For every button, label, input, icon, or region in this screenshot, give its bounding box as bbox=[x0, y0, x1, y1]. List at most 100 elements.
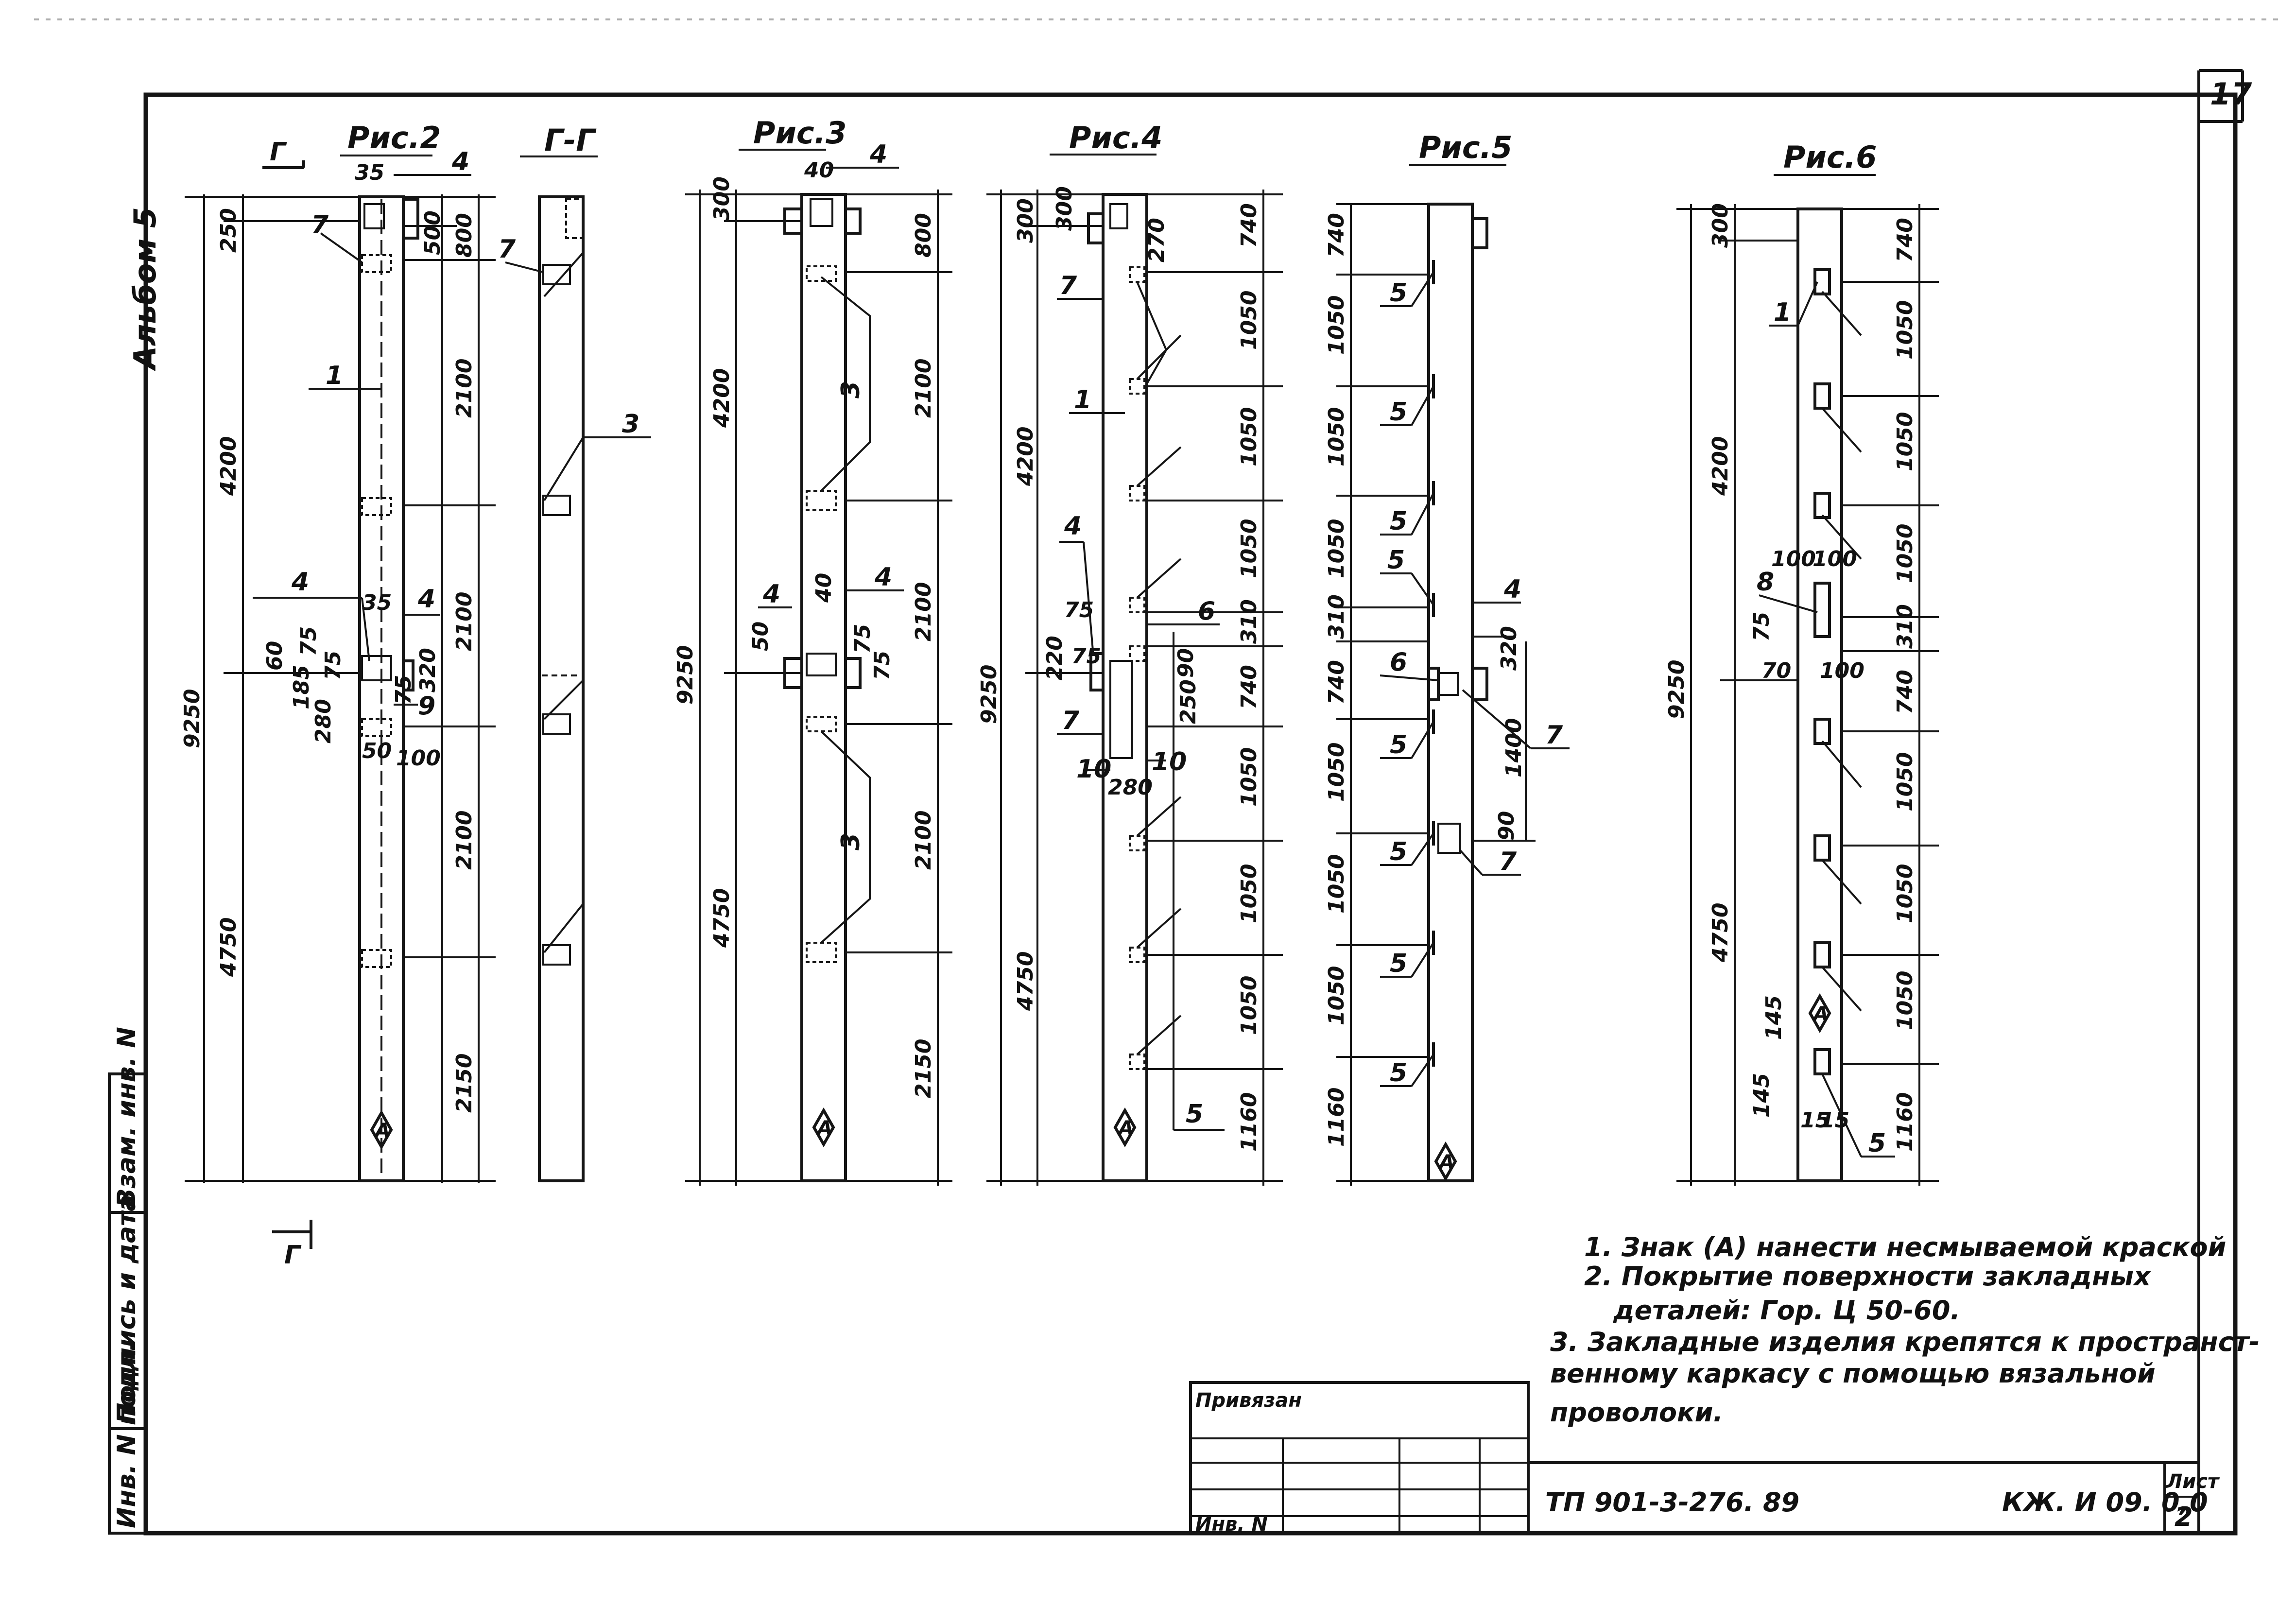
fig3-leader-4a: 4 bbox=[869, 140, 887, 169]
fig6-dim-740b: 740 bbox=[1893, 670, 1917, 714]
fig3-dim-2100a: 2100 bbox=[911, 359, 936, 418]
fig4-column bbox=[1102, 193, 1148, 1182]
fig5-title: Рис.5 bbox=[1419, 130, 1512, 165]
fig5-leader-5f: 5 bbox=[1390, 837, 1407, 866]
fig4-leader-7a: 7 bbox=[1059, 271, 1077, 300]
fig6-detail-70: 70 bbox=[1761, 658, 1791, 683]
figure-4: Рис.4 А 9250 300 bbox=[977, 120, 1283, 1186]
fig6-dim-300: 300 bbox=[1708, 203, 1733, 248]
fig2-dim-upper: 4200 bbox=[216, 436, 241, 496]
fig4-leader-4: 4 bbox=[1064, 512, 1082, 541]
fig2-detail-280: 280 bbox=[311, 699, 336, 743]
fig4-detail-280: 280 bbox=[1108, 775, 1153, 800]
fig5-dim-1050e: 1050 bbox=[1324, 854, 1349, 914]
fig3-leader-4b: 4 bbox=[762, 580, 780, 609]
figure-2: Рис.2 Г Г А 9250 250 4200 4750 bbox=[180, 120, 496, 1270]
stamp-vzam: Взам. инв. N bbox=[112, 1027, 141, 1208]
fig4-leader-1: 1 bbox=[1074, 385, 1091, 415]
fig6-dim-total: 9250 bbox=[1664, 660, 1689, 719]
fig6-detail-15a: 15 bbox=[1800, 1108, 1830, 1133]
fig6-dim-740a: 740 bbox=[1893, 218, 1917, 262]
fig3-dim-2100c: 2100 bbox=[911, 811, 936, 870]
fig4-leader-7b: 7 bbox=[1062, 706, 1080, 735]
fig2-dim-2100a: 2100 bbox=[452, 359, 477, 418]
fig3-detail-40a: 40 bbox=[804, 158, 834, 183]
fig2-dim-2100c: 2100 bbox=[452, 811, 477, 870]
fig2-detail-75c: 75 bbox=[391, 675, 416, 705]
fig6-detail-100a: 100 bbox=[1771, 547, 1816, 571]
fig2-dim-800: 800 bbox=[452, 213, 477, 258]
figure-3: Рис.3 3 3 А 9250 300 4200 4750 bbox=[673, 115, 952, 1186]
fig4-dim-1050b: 1050 bbox=[1237, 407, 1261, 467]
fig3-leader-3b: 3 bbox=[836, 833, 865, 850]
fig5-leader-5a: 5 bbox=[1390, 278, 1407, 308]
fig4-detail-75b: 75 bbox=[1071, 644, 1101, 669]
fig4-dim-1050a: 1050 bbox=[1237, 291, 1261, 350]
fig2-leader-4c: 4 bbox=[417, 585, 435, 614]
fig6-dim-lower: 4750 bbox=[1708, 903, 1733, 963]
fig2-detail-185: 185 bbox=[289, 665, 314, 709]
gg-title: Г-Г bbox=[544, 122, 597, 158]
fig4-leader-10b: 10 bbox=[1152, 747, 1187, 777]
fig5-leader-6: 6 bbox=[1390, 648, 1407, 677]
fig3-dim-total: 9250 bbox=[673, 645, 698, 705]
page-number: 17 bbox=[2210, 76, 2252, 112]
note-3-cont-a: венному каркасу с помощью вязальной bbox=[1550, 1358, 2156, 1389]
binding-label: Привязан bbox=[1195, 1389, 1302, 1412]
fig4-dim-1160: 1160 bbox=[1237, 1092, 1261, 1152]
fig6-title: Рис.6 bbox=[1783, 139, 1877, 175]
fig4-marker: А bbox=[1117, 1117, 1134, 1140]
fig4-dim-270: 270 bbox=[1144, 218, 1169, 262]
section-gg: Г-Г 3 7 bbox=[498, 122, 651, 1182]
fig6-marker: А bbox=[1812, 1003, 1829, 1025]
fig5-detail-320: 320 bbox=[1497, 626, 1521, 671]
fig6-detail-75: 75 bbox=[1749, 612, 1774, 641]
doc-code: ТП 901-3-276. 89 bbox=[1545, 1487, 1799, 1518]
fig6-dim-310: 310 bbox=[1893, 604, 1917, 649]
fig5-dim-1050c: 1050 bbox=[1324, 519, 1349, 578]
fig3-dim-800: 800 bbox=[911, 213, 936, 258]
fig2-leader-4a: 4 bbox=[451, 147, 469, 176]
fig3-dim-lower: 4750 bbox=[709, 888, 734, 948]
fig6-leader-8: 8 bbox=[1757, 568, 1774, 597]
fig2-dim-lower: 4750 bbox=[216, 917, 241, 977]
fig6-column bbox=[1796, 207, 1843, 1182]
fig4-dim-310: 310 bbox=[1237, 599, 1261, 644]
fig6-detail-145b: 145 bbox=[1749, 1073, 1774, 1118]
fig3-leader-4c: 4 bbox=[874, 563, 892, 592]
fig3-column bbox=[800, 193, 847, 1182]
note-3: 3. Закладные изделия крепятся к простран… bbox=[1550, 1327, 2260, 1357]
fig3-dim-300: 300 bbox=[709, 176, 734, 221]
fig5-leader-7b: 7 bbox=[1499, 847, 1517, 876]
gg-column bbox=[538, 195, 585, 1182]
fig5-leader-5h: 5 bbox=[1390, 1058, 1407, 1088]
fig3-dim-2150: 2150 bbox=[911, 1039, 936, 1098]
fig6-dim-1050a: 1050 bbox=[1893, 300, 1917, 360]
fig5-dim-740b: 740 bbox=[1324, 660, 1349, 705]
fig3-dim-upper: 4200 bbox=[709, 368, 734, 428]
notes: 1. Знак (А) нанести несмываемой краской … bbox=[1550, 1232, 2260, 1428]
fig6-dim-1050c: 1050 bbox=[1893, 524, 1917, 583]
fig3-title: Рис.3 bbox=[753, 115, 846, 151]
fig5-dim-1050f: 1050 bbox=[1324, 966, 1349, 1025]
fig2-dim-250: 250 bbox=[216, 208, 241, 253]
fig3-detail-75a: 75 bbox=[850, 624, 875, 654]
fig6-detail-145a: 145 bbox=[1761, 995, 1786, 1040]
fig4-leader-6: 6 bbox=[1198, 597, 1215, 626]
fig2-leader-9: 9 bbox=[418, 691, 435, 721]
fig2-detail-35a: 35 bbox=[355, 160, 384, 185]
gg-leader-7: 7 bbox=[498, 235, 516, 264]
fig4-dim-upper: 4200 bbox=[1013, 427, 1038, 486]
fig5-leader-5g: 5 bbox=[1390, 949, 1407, 978]
fig4-leader-5: 5 bbox=[1186, 1100, 1203, 1129]
fig4-dim-lower: 4750 bbox=[1013, 951, 1038, 1011]
fig4-dim-total: 9250 bbox=[977, 665, 1001, 724]
fig6-leader-5: 5 bbox=[1868, 1129, 1886, 1158]
fig2-dim-2150: 2150 bbox=[452, 1054, 477, 1113]
fig2-detail-100: 100 bbox=[396, 746, 441, 771]
fig2-detail-320: 320 bbox=[415, 648, 440, 692]
note-2: 2. Покрытие поверхности закладных bbox=[1584, 1261, 2152, 1292]
fig5-leader-7a: 7 bbox=[1545, 721, 1563, 750]
fig2-leader-1: 1 bbox=[326, 361, 343, 390]
